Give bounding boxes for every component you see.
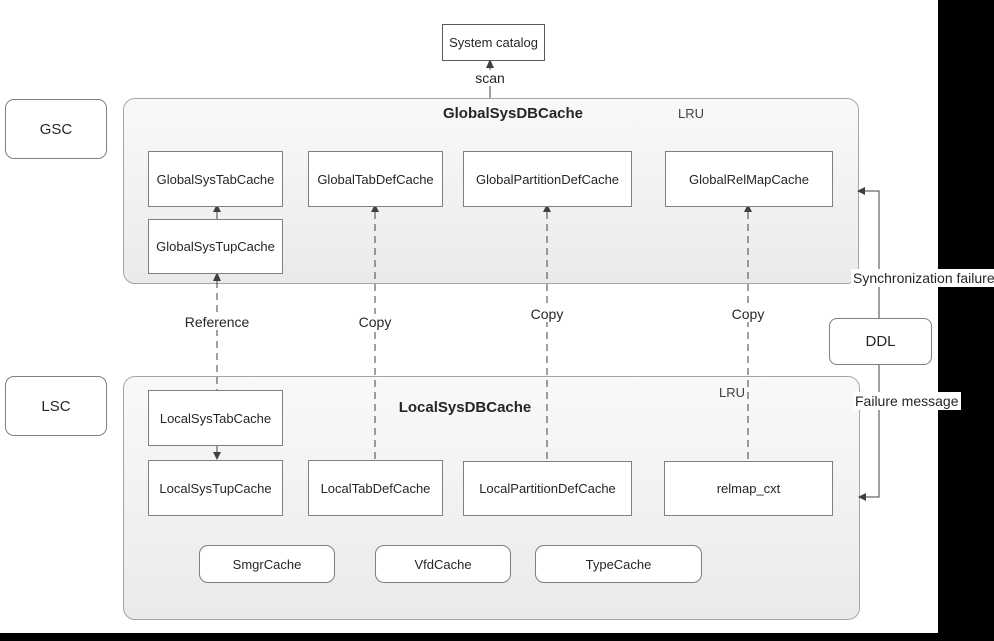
node-label: relmap_cxt (716, 481, 781, 496)
node-smgrcache: SmgrCache (199, 545, 335, 583)
ddl-node: DDL (829, 318, 932, 365)
node-local-systupcache: LocalSysTupCache (148, 460, 283, 516)
node-label: GlobalSysTupCache (156, 239, 275, 254)
node-label: LocalSysTabCache (159, 410, 272, 426)
node-label: GlobalPartitionDefCache (475, 171, 620, 187)
ddl-label: DDL (865, 333, 896, 350)
node-local-partitiondefcache: LocalPartitionDefCache (463, 461, 632, 516)
node-global-systupcache: GlobalSysTupCache (148, 219, 283, 274)
local-container-title: LocalSysDBCache (398, 399, 532, 416)
node-label: GlobalRelMapCache (689, 171, 809, 187)
global-container-title: GlobalSysDBCache (442, 105, 584, 122)
node-label: SmgrCache (232, 556, 302, 572)
node-label: LocalPartitionDefCache (479, 481, 616, 496)
lsc-node: LSC (5, 376, 107, 436)
node-local-systabcache: LocalSysTabCache (148, 390, 283, 446)
node-label: GlobalTabDefCache (317, 171, 434, 187)
sync-failure-label: Synchronization failure (851, 269, 994, 287)
node-vfdcache: VfdCache (375, 545, 511, 583)
bottom-black-bar (0, 633, 994, 641)
failure-message-connector (858, 363, 880, 501)
node-label: VfdCache (414, 556, 472, 572)
system-catalog-label: System catalog (449, 35, 538, 50)
gsc-node: GSC (5, 99, 107, 159)
node-label: LocalTabDefCache (320, 480, 431, 496)
node-local-tabdefcache: LocalTabDefCache (308, 460, 443, 516)
copy-label-tabdef: Copy (355, 314, 395, 330)
node-typecache: TypeCache (535, 545, 702, 583)
sync-failure-connector (857, 187, 880, 318)
lsc-label: LSC (41, 397, 71, 415)
node-global-systabcache: GlobalSysTabCache (148, 151, 283, 207)
right-black-bar (938, 0, 994, 633)
gsc-label: GSC (39, 120, 73, 138)
reference-label: Reference (181, 314, 253, 330)
node-label: LocalSysTupCache (159, 480, 272, 496)
node-global-relmapcache: GlobalRelMapCache (665, 151, 833, 207)
node-global-partitiondefcache: GlobalPartitionDefCache (463, 151, 632, 207)
reference-dashed-arrow (213, 272, 221, 390)
global-lru-label: LRU (678, 106, 705, 121)
copy-label-relmap: Copy (728, 306, 768, 322)
node-relmap-cxt: relmap_cxt (664, 461, 833, 516)
node-label: GlobalSysTabCache (156, 171, 275, 187)
copy-label-partition: Copy (527, 306, 567, 322)
scan-label: scan (472, 70, 508, 86)
system-catalog-node: System catalog (442, 24, 545, 61)
node-label: TypeCache (585, 556, 652, 572)
local-lru-label: LRU (719, 385, 746, 400)
node-global-tabdefcache: GlobalTabDefCache (308, 151, 443, 207)
failure-message-label: Failure message (853, 392, 961, 410)
